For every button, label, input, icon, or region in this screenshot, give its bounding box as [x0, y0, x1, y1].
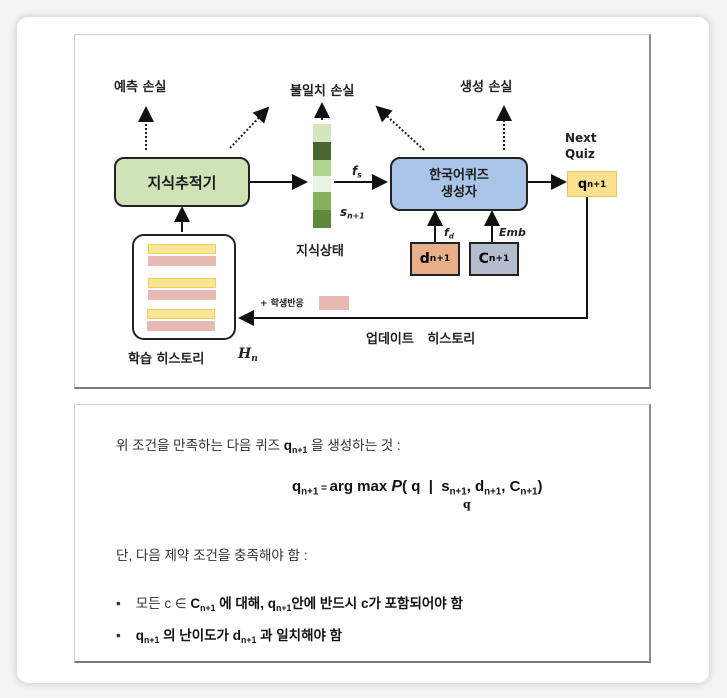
student-response-label: + 학생반응 [260, 299, 304, 309]
next-quiz-label: Next Quiz [565, 131, 597, 161]
state-cell [313, 160, 331, 176]
history-response-bar [148, 256, 216, 266]
state-cell [313, 176, 331, 192]
update-history-arrow [238, 196, 588, 326]
knowledge-state-label: 지식상태 [296, 244, 344, 259]
quiz-generator-box: 한국어퀴즈 생성자 [390, 157, 528, 211]
tracer-mismatch-arrow [229, 106, 270, 149]
fs-label: fs [352, 164, 362, 180]
mismatch-loss-label: 불일치 손실 [290, 84, 355, 99]
state-cell [313, 124, 331, 142]
knowledge-tracer-label: 지식추적기 [147, 173, 217, 192]
learning-history-box [132, 234, 236, 340]
constraint-bullet-2: • qn+1 의 난이도가 dn+1 과 일치해야 함 [116, 628, 343, 646]
constraint-bullet-1: • 모든 c ∈ Cn+1 에 대해, qn+1안에 반드시 c가 포함되어야 … [116, 596, 463, 614]
fd-label: fd [444, 226, 454, 241]
history-quiz-bar [147, 309, 215, 319]
generator-label-line1: 한국어퀴즈 [429, 168, 489, 183]
argmax-subscript: q [463, 498, 471, 511]
objective-intro: 위 조건을 만족하는 다음 퀴즈 qn+1 을 생성하는 것 : [116, 438, 401, 456]
constraint-intro: 단, 다음 제약 조건을 충족해야 함 : [116, 548, 308, 563]
state-cell [313, 210, 331, 228]
hn-label: Hn [238, 346, 258, 365]
objective-formula: qn+1 = arg max P( q | sn+1, dn+1, Cn+1) [292, 478, 543, 498]
state-cell [313, 192, 331, 210]
generation-loss-label: 생성 손실 [460, 80, 513, 95]
history-response-bar [147, 321, 215, 331]
generator-label-line2: 생성자 [441, 185, 477, 200]
emb-label: Emb [499, 226, 526, 239]
update-history-label: 업데이트 히스토리 [366, 332, 476, 347]
learning-history-label: 학습 히스토리 [128, 352, 205, 367]
formula-panel [74, 404, 651, 663]
history-response-bar [148, 290, 216, 300]
knowledge-tracer-box: 지식추적기 [114, 157, 250, 207]
history-quiz-bar [148, 278, 216, 288]
prediction-loss-label: 예측 손실 [114, 80, 167, 95]
s-next-label: sn+1 [340, 205, 365, 221]
student-response-swatch [319, 296, 349, 310]
state-cell [313, 142, 331, 160]
generator-mismatch-arrow [375, 105, 425, 151]
history-quiz-bar [148, 244, 216, 254]
